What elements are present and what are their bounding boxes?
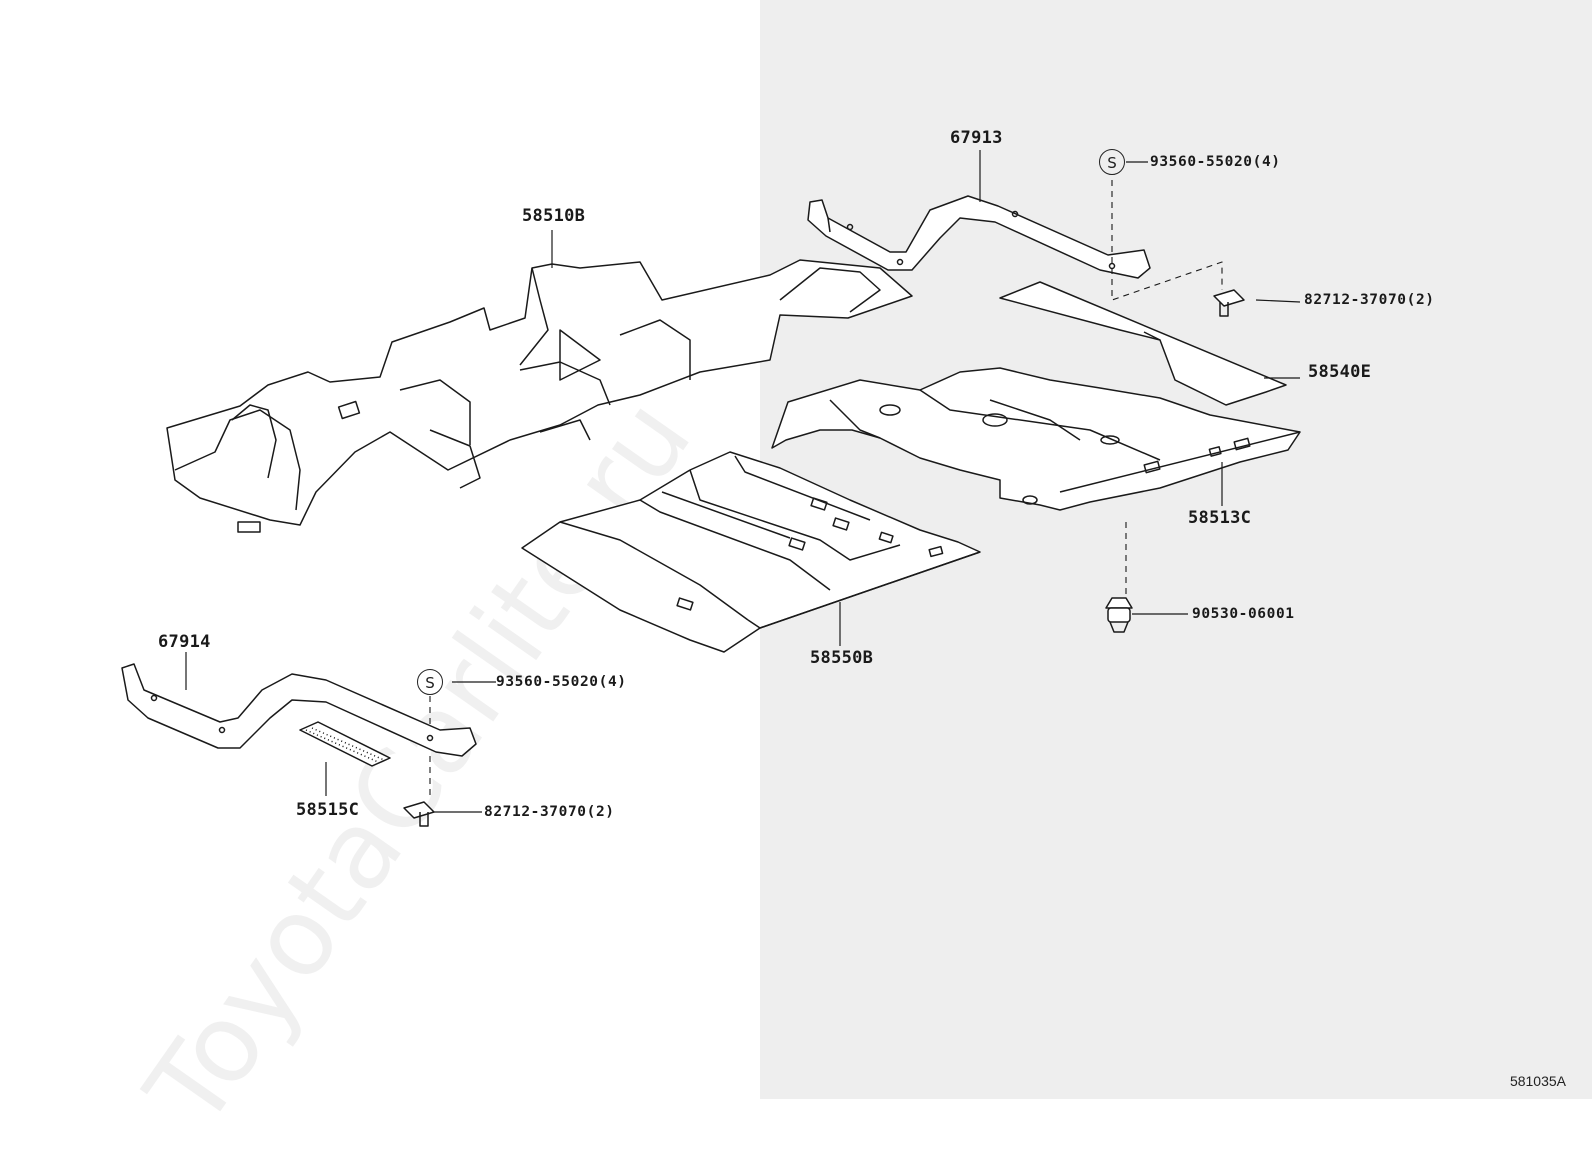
fastener-82712-top — [1213, 289, 1245, 317]
label-93560-bottom: 93560-55020(4) — [496, 674, 627, 690]
diagram-ref-code: 581035A — [1509, 1073, 1566, 1089]
part-67913-drawing — [807, 195, 1151, 279]
part-58513C-drawing — [771, 367, 1301, 511]
label-58510B: 58510B — [522, 206, 586, 226]
part-58515C-drawing — [299, 721, 391, 767]
label-67914: 67914 — [158, 632, 211, 652]
part-58540E-drawing — [999, 281, 1287, 406]
label-58513C: 58513C — [1188, 508, 1252, 528]
dashed-assembly-lines — [429, 180, 1223, 800]
diagram-artwork — [121, 150, 1301, 827]
s-badge-top: S — [1099, 149, 1125, 175]
fastener-90530 — [1105, 597, 1133, 633]
fastener-82712-bottom — [403, 801, 435, 827]
part-58550B-drawing — [521, 451, 981, 653]
part-67914-drawing — [121, 663, 477, 757]
parts-diagram: ToyotaCarlite.ru — [121, 0, 1592, 1149]
label-58515C: 58515C — [296, 800, 360, 820]
part-58510B-drawing — [166, 259, 913, 533]
s-badge-bottom: S — [417, 669, 443, 695]
label-58550B: 58550B — [810, 648, 874, 668]
label-82712-bottom: 82712-37070(2) — [484, 804, 615, 820]
label-58540E: 58540E — [1308, 362, 1372, 382]
label-93560-top: 93560-55020(4) — [1150, 154, 1281, 170]
label-90530: 90530-06001 — [1192, 606, 1295, 622]
label-82712-top: 82712-37070(2) — [1304, 292, 1435, 308]
leader-lines — [185, 150, 1301, 813]
label-67913: 67913 — [950, 128, 1003, 148]
